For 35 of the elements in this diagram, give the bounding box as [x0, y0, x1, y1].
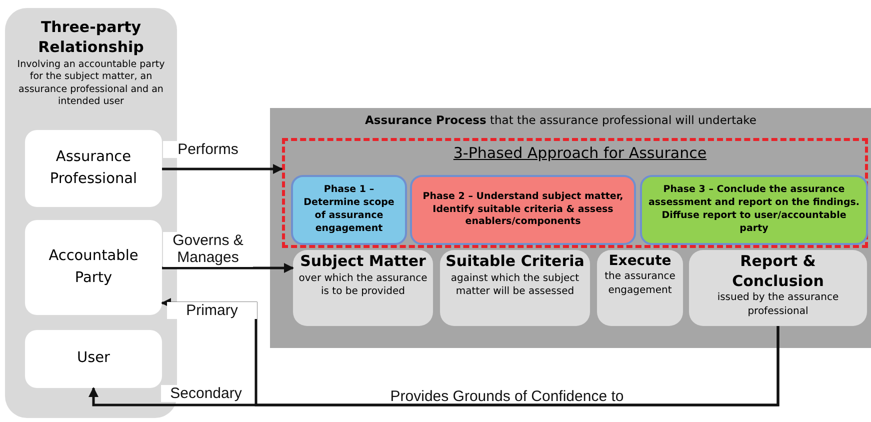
phase-description: Phase 2 – Understand subject matter, Identify suitable criteria & assess enablers/components: [422, 190, 624, 230]
party-name: User: [76, 349, 112, 368]
party-box: [25, 220, 162, 315]
phase-box: [640, 175, 868, 245]
party-box: [25, 330, 162, 388]
dashed-frame: [282, 138, 868, 248]
flow-label: Provides Grounds of Confidence to: [389, 388, 625, 406]
step-title: Suitable Criteria: [444, 252, 586, 272]
step-description: issued by the assurance professional: [716, 291, 840, 318]
step-box: [689, 250, 867, 326]
panel-title: Assurance Process that the assurance professional will undertake: [365, 113, 758, 127]
step-description: over which the assurance is to be provided: [298, 272, 428, 298]
step-title: Subject Matter: [299, 252, 427, 272]
step-description: the assurance engagement: [604, 270, 676, 298]
edge-label: Primary: [167, 302, 257, 320]
step-title: Execute: [608, 252, 672, 270]
arrow: [162, 164, 283, 174]
arrow: [88, 326, 780, 406]
phase-description: Phase 1 – Determine scope of assurance engagement: [302, 184, 396, 236]
step-description: against which the subject matter will be assessed: [450, 272, 580, 298]
step-title: Report & Conclusion: [731, 252, 825, 291]
panel-title: Three-party Relationship: [37, 18, 145, 57]
step-box: [440, 250, 590, 326]
frame-title: 3-Phased Approach for Assurance: [452, 144, 708, 162]
party-name: Accountable Party: [48, 246, 140, 288]
phase-box: [291, 175, 407, 245]
arrow: [162, 263, 294, 273]
party-name: Assurance Professional: [48, 148, 138, 188]
description: Involving an accountable party for the subject matter, an assurance professional and an intended user: [16, 59, 166, 108]
step-box: [597, 250, 683, 326]
process-panel: [270, 108, 871, 348]
phase-box: [410, 175, 636, 245]
step-box: [293, 250, 433, 326]
phase-description: Phase 3 – Conclude the assurance assessment and report on the findings. Diffuse report to user/accountable party: [647, 184, 861, 236]
party-box: [25, 130, 162, 207]
